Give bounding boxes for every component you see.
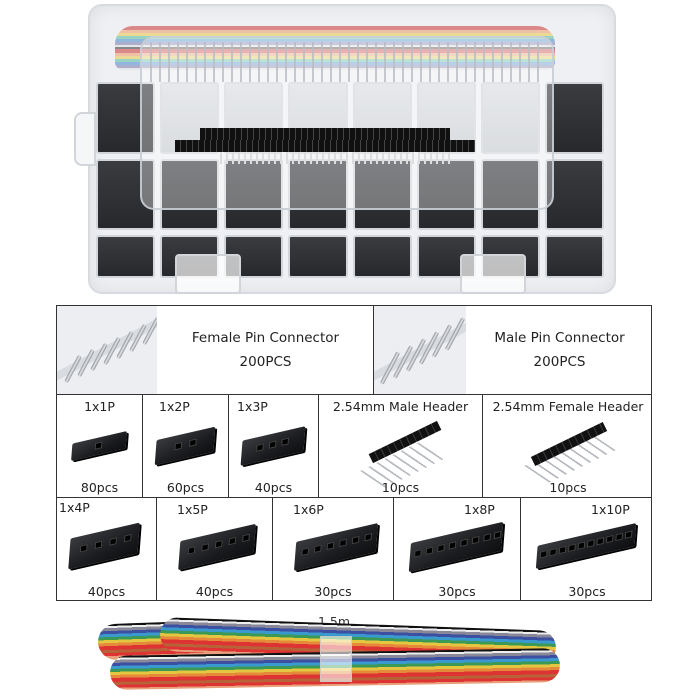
housing-cell-1x8p: 1x8P 30pcs xyxy=(394,498,521,601)
male-header-cell: 2.54mm Male Header 10pcs xyxy=(319,395,483,497)
housing-1x2p-icon xyxy=(154,426,216,466)
housing-quantity: 30pcs xyxy=(568,584,606,599)
housing-1x6p-icon xyxy=(293,523,379,571)
box-hinge-tab xyxy=(74,112,96,166)
female-pin-label: Female Pin Connector 200PCS xyxy=(157,326,374,374)
housing-cell-1x3p: 1x3P 40pcs xyxy=(229,395,319,497)
loose-crimp-pins xyxy=(150,42,540,82)
housing-cell-1x4p: 1x4P 40pcs xyxy=(57,498,157,601)
housing-quantity: 60pcs xyxy=(166,480,205,495)
box-latch-right xyxy=(460,254,526,294)
housing-name: 1x5P xyxy=(177,502,208,517)
housing-quantity: 40pcs xyxy=(87,584,126,599)
housing-cell-1x6p: 1x6P 30pcs xyxy=(273,498,394,601)
female-pin-quantity: 200PCS xyxy=(239,354,292,370)
housing-1x5p-icon xyxy=(178,523,256,571)
housing-name: 1x2P xyxy=(159,399,190,414)
header-quantity: 10pcs xyxy=(381,480,420,495)
male-pin-cell: Male Pin Connector 200PCS xyxy=(374,306,653,394)
housing-name: 1x4P xyxy=(59,500,90,515)
large-housings-row: 1x4P 40pcs 1x5P 40pcs 1x6P 30pcs 1x8P xyxy=(57,498,651,601)
housing-cell-1x10p: 1x10P 30pcs xyxy=(521,498,653,601)
male-pin-label: Male Pin Connector 200PCS xyxy=(466,326,653,374)
header-quantity: 10pcs xyxy=(549,480,587,495)
female-header-cell: 2.54mm Female Header 10pcs xyxy=(483,395,653,497)
housing-1x8p-icon xyxy=(408,521,504,573)
housing-name: 1x1P xyxy=(84,399,115,414)
pin-connectors-row: Female Pin Connector 200PCS Male Pin Con… xyxy=(57,306,651,395)
parts-table: Female Pin Connector 200PCS Male Pin Con… xyxy=(56,305,652,601)
housing-name: 1x10P xyxy=(591,502,630,517)
housing-cell-1x1p: 1x1P 80pcs xyxy=(57,395,143,497)
housing-1x10p-icon xyxy=(535,522,637,570)
housing-1x3p-icon xyxy=(240,426,306,466)
housing-cell-1x5p: 1x5P 40pcs xyxy=(157,498,273,601)
housing-name: 1x6P xyxy=(293,502,324,517)
female-pin-name: Female Pin Connector xyxy=(191,330,340,346)
housing-cell-1x2p: 1x2P 60pcs xyxy=(143,395,229,497)
header-pins xyxy=(220,152,450,164)
header-name: 2.54mm Female Header xyxy=(492,399,644,414)
housing-quantity: 80pcs xyxy=(80,480,119,495)
male-pin-quantity: 200PCS xyxy=(533,354,586,370)
housing-quantity: 40pcs xyxy=(254,480,293,495)
header-strip xyxy=(175,140,475,152)
ribbon-cable-tape xyxy=(320,636,352,682)
male-pin-name: Male Pin Connector xyxy=(494,330,625,346)
header-name: 2.54mm Male Header xyxy=(332,399,469,414)
small-housings-row: 1x1P 80pcs 1x2P 60pcs 1x3P 40pcs 2.54mm … xyxy=(57,395,651,498)
housing-quantity: 30pcs xyxy=(314,584,352,599)
housing-name: 1x3P xyxy=(237,399,268,414)
female-pin-photo xyxy=(57,306,157,394)
box-latch-left xyxy=(175,254,241,294)
housing-name: 1x8P xyxy=(464,502,495,517)
header-strip xyxy=(200,128,450,140)
male-pin-photo xyxy=(374,306,466,394)
housing-quantity: 30pcs xyxy=(438,584,476,599)
housing-quantity: 40pcs xyxy=(195,584,234,599)
housing-1x1p-icon xyxy=(71,430,127,462)
housing-1x4p-icon xyxy=(68,522,140,570)
female-pin-cell: Female Pin Connector 200PCS xyxy=(57,306,374,394)
organizer-box-photo xyxy=(74,4,620,294)
